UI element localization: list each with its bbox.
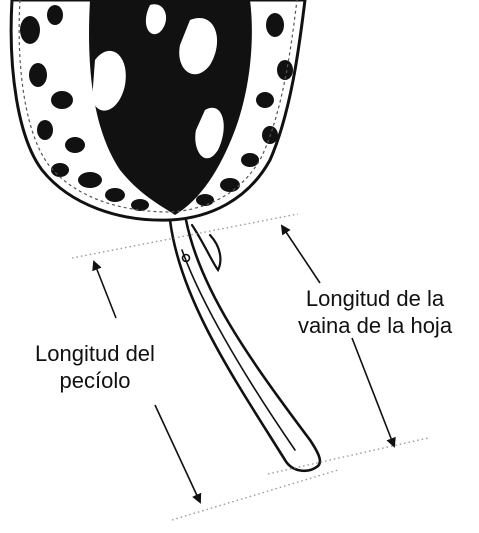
petiole-arrow-top — [94, 262, 116, 318]
petiole-length-label: Longitud del pecíolo — [0, 340, 190, 394]
sheath-length-label-line2: vaina de la hoja — [280, 312, 470, 339]
sheath-length-label: Longitud de la vaina de la hoja — [280, 285, 470, 339]
petiole — [170, 220, 320, 471]
petiole-arrow-bottom — [155, 405, 200, 502]
petiole-length-label-line2: pecíolo — [0, 367, 190, 394]
sheath-arrow-top — [282, 226, 320, 283]
sheath-length-label-line1: Longitud de la — [280, 285, 470, 312]
petiole-length-label-line1: Longitud del — [0, 340, 190, 367]
sheath-arrow-bottom — [352, 338, 394, 446]
leaf-blade — [11, 0, 305, 220]
